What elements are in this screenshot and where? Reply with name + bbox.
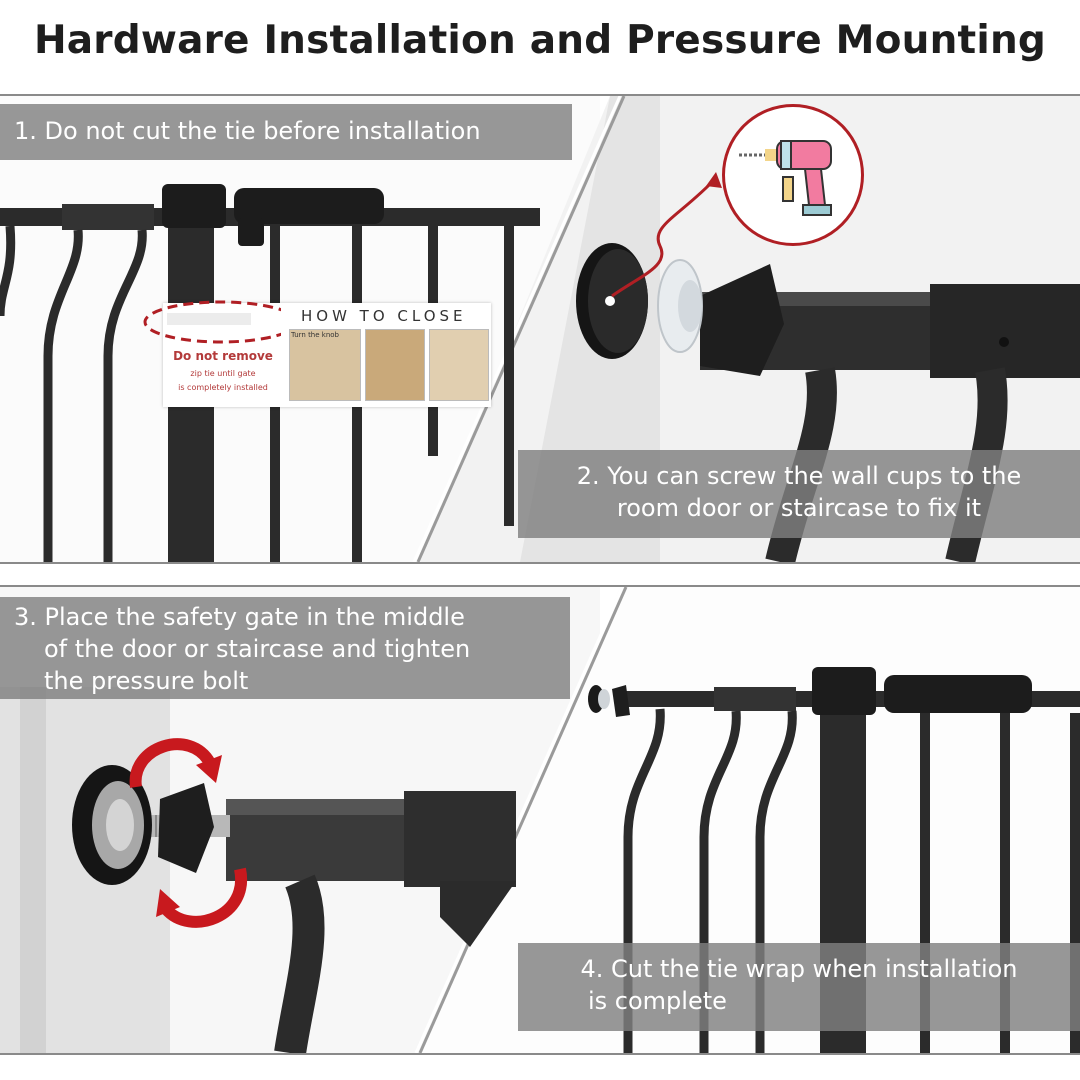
drill-badge: [722, 104, 864, 246]
panel-row-1: Do not remove zip tie until gate is comp…: [0, 94, 1080, 564]
step-2-line-1: 2. You can screw the wall cups to the: [576, 462, 1022, 490]
step-3-line-3: the pressure bolt: [44, 667, 249, 695]
photo-caption: Turn the knob: [291, 331, 339, 339]
row1-scene: [0, 96, 1080, 562]
panel-row-2: 3. Place the safety gate in the middle o…: [0, 585, 1080, 1055]
step-2-caption: 2. You can screw the wall cups to the ro…: [518, 450, 1080, 538]
step-3-line-1: 3. Place the safety gate in the middle: [14, 603, 465, 631]
how-to-close-text: HOW TO CLOSE: [301, 307, 467, 325]
dashed-highlight-oval: [143, 300, 281, 344]
pressure-bolt-closeup: [72, 765, 516, 1053]
step-3-line-2: of the door or staircase and tighten: [44, 635, 471, 663]
step-4-line-2: is complete: [588, 987, 727, 1015]
step-2-line-2: room door or staircase to fix it: [616, 494, 982, 522]
drill-icon: [739, 140, 832, 216]
gate-top-view: [0, 184, 540, 562]
step-4-caption: 4. Cut the tie wrap when installation is…: [518, 943, 1080, 1031]
how-to-photos: Turn the knob: [289, 329, 489, 401]
zip-warning-text: Do not remove: [173, 349, 273, 363]
page-title: Hardware Installation and Pressure Mount…: [33, 18, 1047, 63]
rotate-arrows-icon: [129, 738, 248, 928]
zip-warning-line3: is completely installed: [178, 383, 268, 392]
step-1-caption: 1. Do not cut the tie before installatio…: [0, 104, 572, 160]
gate-wall-cup-view: [576, 172, 1080, 562]
zip-tie-label: Do not remove zip tie until gate is comp…: [143, 300, 491, 407]
step-3-caption: 3. Place the safety gate in the middle o…: [0, 597, 570, 699]
zip-warning-line2: zip tie until gate: [190, 369, 256, 378]
step-1-text: 1. Do not cut the tie before installatio…: [14, 117, 481, 145]
step-4-line-1: 4. Cut the tie wrap when installation: [580, 955, 1018, 983]
